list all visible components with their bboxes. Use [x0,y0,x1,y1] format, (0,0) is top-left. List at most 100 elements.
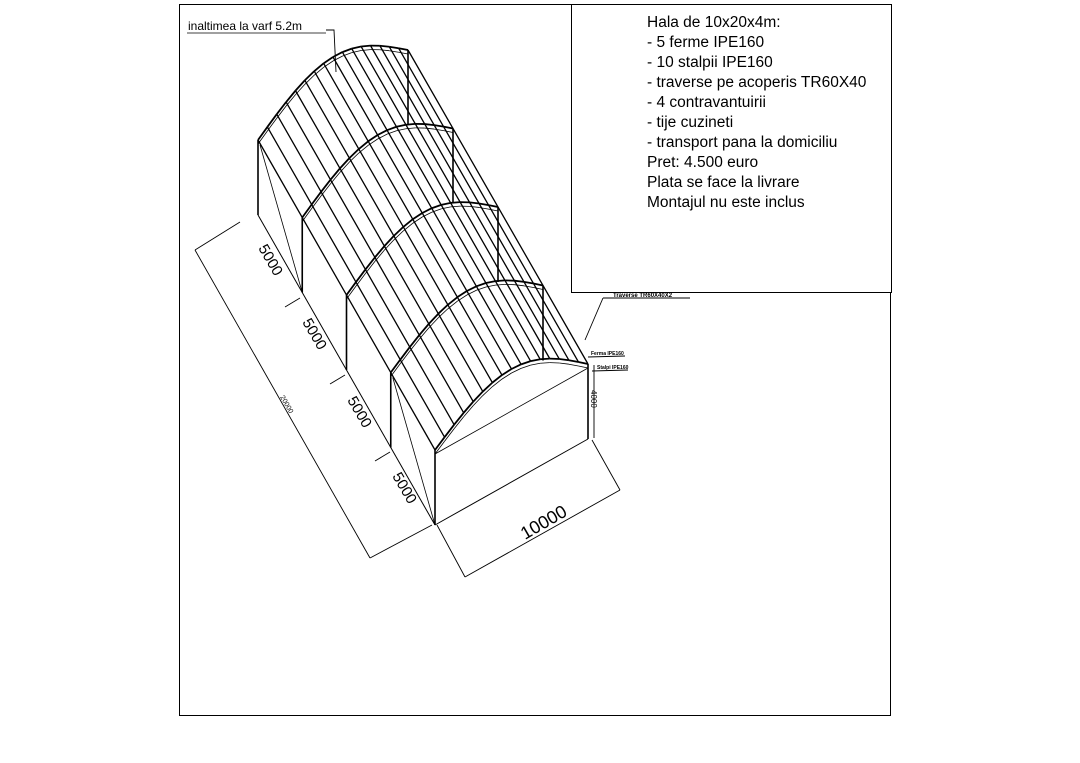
truss-segment [469,205,480,208]
wall-bracing [259,144,303,293]
roof-purlin [360,46,541,360]
truss-segment [383,235,395,247]
truss-segment [374,245,386,258]
truss-segment [450,201,461,204]
truss-segment [444,428,455,442]
truss-segment [443,130,454,133]
truss-segment [491,374,503,384]
truss-segment [453,416,464,429]
truss-segment [367,134,379,143]
roof-purlin [398,47,580,363]
dim-bay-4: 5000 [389,470,420,507]
truss-segment [514,279,525,283]
truss-segment [301,203,313,219]
truss-segment [294,79,306,92]
truss-segment [488,204,499,208]
truss-segment [478,207,489,210]
dim-bay-1: 5000 [255,242,286,279]
truss-segment [492,378,503,387]
roof-purlin [407,49,589,365]
wall-bracing [392,377,436,526]
truss-segment [559,362,569,365]
truss-segment [540,357,550,361]
truss-segment [466,285,477,292]
truss-segment [447,296,458,306]
spec-line: - 10 stalpii IPE160 [647,54,773,71]
truss-segment [320,179,332,193]
truss-segment [488,208,499,212]
truss-segment [276,101,287,115]
roof-purlin [313,70,493,383]
specification-box: Hala de 10x20x4m: - 5 ferme IPE160 - 10 … [571,4,892,293]
truss-segment [421,207,433,214]
truss-segment [358,140,369,150]
truss-segment [437,304,449,315]
truss-segment [463,405,474,418]
spec-line: - transport pana la domiciliu [647,134,838,151]
column-label: Stalpi IPE160 [597,365,629,371]
truss-segment [530,362,541,366]
truss-segment [389,45,399,50]
spec-price: Pret: 4.500 euro [647,154,759,171]
dim-width: 10000 [517,501,570,543]
truss-segment [310,191,322,206]
truss-segment [523,280,534,285]
truss-segment [482,381,493,393]
truss-segment [377,129,388,136]
truss-segment [424,127,435,130]
truss-segment [424,123,435,126]
dim-length: 20000 [278,395,294,415]
roof-purlin [388,46,570,361]
spec-line: Plata se face la livrare [647,174,800,191]
truss-segment [482,386,493,396]
truss-segment [418,323,430,336]
truss-segment [379,44,390,48]
truss-segment [351,45,362,50]
truss-segment [520,360,531,366]
truss-segment [533,282,544,287]
truss-segment [409,334,421,348]
truss-segment [476,282,487,288]
truss-segment [398,47,409,51]
truss-segment [304,70,315,81]
truss-segment [495,279,506,282]
truss-segment [342,47,353,53]
truss-segment [412,212,423,220]
spec-title: Hala de 10x20x4m: [647,14,781,31]
front-eave-line [434,367,589,455]
truss-segment [453,412,465,426]
truss-segment [386,125,397,132]
roof-purlin [379,45,560,360]
roof-purlin [266,126,446,438]
roof-purlin [369,45,551,359]
base-line-front [434,438,589,526]
truss-segment [469,201,480,205]
roof-purlin [294,90,474,402]
truss-segment [332,51,343,58]
roof-purlin [304,79,484,392]
dim-bay-2: 5000 [299,316,330,353]
truss-segment [355,268,367,283]
truss-segment [285,90,297,103]
truss-segment [441,202,451,206]
truss-segment [478,202,489,206]
truss-segment [533,287,544,290]
truss-segment [501,368,512,376]
truss-segment [329,167,341,181]
truss-segment [405,122,416,126]
roof-purlin [285,101,465,414]
truss-segment [540,362,550,364]
truss-segment [559,358,569,362]
truss-segment [434,436,446,451]
truss-segment [339,157,351,169]
truss-segment [443,424,455,438]
roof-purlin [332,56,513,370]
dim-height: 4000 [589,390,598,408]
truss-segment [463,401,474,414]
purlins-label: Traverse TR60X40X2 [613,293,673,299]
truss-label: Ferma IPE160 [591,351,624,357]
truss-segment [530,358,541,363]
truss-segment [402,218,414,228]
roof-purlin [257,139,436,451]
truss-segment [313,62,325,72]
